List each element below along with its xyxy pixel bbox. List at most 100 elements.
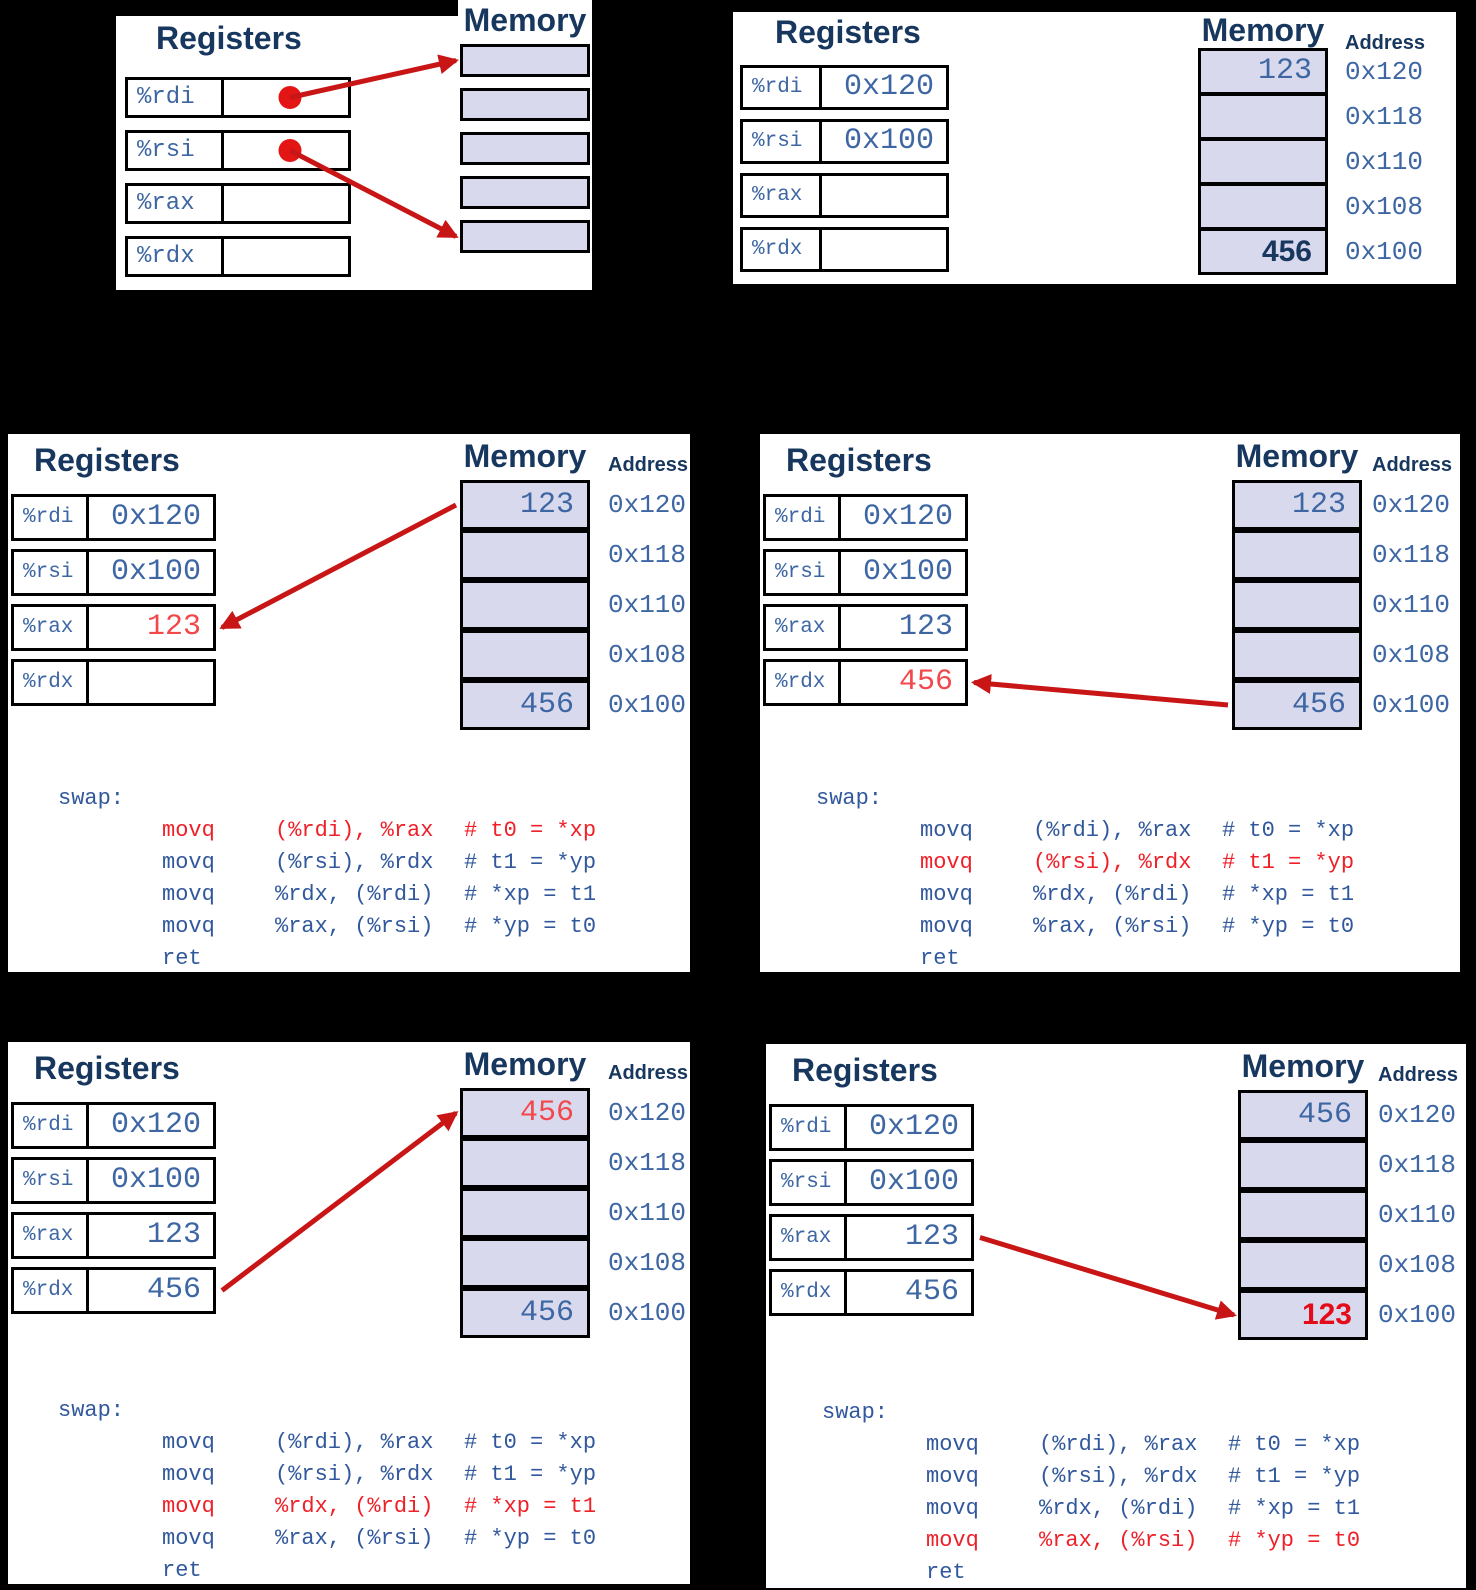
memory-title: Memory	[463, 438, 587, 474]
code-mnemonic: movq	[926, 1496, 979, 1521]
address-label: 0x100	[1378, 1300, 1457, 1330]
memory-cell: 456	[460, 680, 590, 730]
register-value: 456	[838, 659, 968, 706]
memory-value: 456	[1291, 688, 1346, 722]
register-name: %rdx	[769, 1269, 847, 1316]
memory-cell	[1238, 1190, 1368, 1240]
registers-title: Registers	[34, 1050, 180, 1086]
memory-title: Memory	[1235, 438, 1359, 474]
memory-cell	[460, 580, 590, 630]
register-name: %rdx	[11, 659, 89, 706]
address-header: Address	[1378, 1064, 1459, 1086]
code-operands: (%rdi), %rax	[275, 818, 434, 843]
memory-cell	[1238, 1140, 1368, 1190]
code-comment: # *yp = t0	[464, 1526, 597, 1551]
register-value: 0x120	[86, 494, 216, 541]
address-label: 0x118	[1372, 540, 1451, 570]
memory-value: 456	[1297, 1098, 1352, 1132]
memory-cell	[1198, 93, 1328, 140]
address-label: 0x120	[1372, 490, 1451, 520]
register-name: %rdx	[125, 236, 224, 277]
register-name: %rsi	[11, 549, 89, 596]
address-label: 0x100	[608, 690, 687, 720]
memory-cell	[460, 530, 590, 580]
memory-title: Memory	[1201, 12, 1325, 48]
memory-value: 456	[519, 1096, 574, 1130]
memory-cell: 456	[460, 1088, 590, 1138]
registers-title: Registers	[792, 1052, 938, 1088]
code-return: ret	[926, 1560, 966, 1585]
register-name: %rsi	[11, 1157, 89, 1204]
registers-title: Registers	[156, 20, 302, 56]
register-name: %rdi	[769, 1104, 847, 1151]
register-name: %rax	[11, 604, 89, 651]
registers-title: Registers	[775, 14, 921, 50]
memory-cell	[1238, 1240, 1368, 1290]
code-mnemonic: movq	[162, 818, 215, 843]
code-operands: (%rsi), %rdx	[1039, 1464, 1198, 1489]
register-value: 0x100	[819, 119, 949, 164]
register-name: %rax	[769, 1214, 847, 1261]
code-operands: %rdx, (%rdi)	[1033, 882, 1192, 907]
address-header: Address	[1372, 454, 1453, 476]
memory-cell: 456	[1198, 228, 1328, 275]
register-value: 123	[86, 604, 216, 651]
code-mnemonic: movq	[162, 1494, 215, 1519]
register-value: 456	[86, 1267, 216, 1314]
code-comment: # *yp = t0	[464, 914, 597, 939]
register-value	[819, 227, 949, 272]
register-value: 0x100	[86, 549, 216, 596]
register-value: 0x120	[844, 1104, 974, 1151]
code-mnemonic: movq	[162, 914, 215, 939]
address-label: 0x110	[608, 590, 687, 620]
code-mnemonic: movq	[162, 1526, 215, 1551]
code-comment: # *xp = t1	[1222, 882, 1355, 907]
register-name: %rax	[740, 173, 822, 218]
code-function-label: swap:	[58, 1398, 125, 1423]
memory-cell	[460, 1238, 590, 1288]
code-comment: # *xp = t1	[1228, 1496, 1361, 1521]
address-label: 0x118	[1345, 101, 1424, 132]
register-value: 0x100	[86, 1157, 216, 1204]
register-value: 123	[844, 1214, 974, 1261]
code-operands: (%rdi), %rax	[1039, 1432, 1198, 1457]
address-label: 0x100	[1345, 236, 1424, 267]
code-mnemonic: movq	[162, 1462, 215, 1487]
register-name: %rsi	[125, 130, 224, 171]
memory-cell: 123	[1198, 48, 1328, 95]
address-label: 0x110	[1378, 1200, 1457, 1230]
address-label: 0x110	[1372, 590, 1451, 620]
code-mnemonic: movq	[926, 1432, 979, 1457]
address-label: 0x110	[1345, 146, 1424, 177]
code-mnemonic: movq	[920, 818, 973, 843]
address-label: 0x118	[608, 540, 687, 570]
code-operands: (%rdi), %rax	[1033, 818, 1192, 843]
register-name: %rsi	[763, 549, 841, 596]
code-mnemonic: movq	[926, 1528, 979, 1553]
code-mnemonic: movq	[920, 850, 973, 875]
address-label: 0x108	[608, 640, 687, 670]
address-label: 0x120	[1345, 56, 1424, 87]
memory-cell	[460, 88, 590, 121]
memory-cell	[460, 176, 590, 209]
register-name: %rsi	[769, 1159, 847, 1206]
memory-cell: 123	[1232, 480, 1362, 530]
registers-title: Registers	[34, 442, 180, 478]
address-label: 0x108	[1372, 640, 1451, 670]
memory-value: 123	[1301, 1298, 1352, 1331]
register-value: 456	[844, 1269, 974, 1316]
memory-cell	[1198, 138, 1328, 185]
memory-cell	[460, 220, 590, 253]
code-operands: %rax, (%rsi)	[1039, 1528, 1198, 1553]
memory-cell	[1232, 530, 1362, 580]
code-operands: %rax, (%rsi)	[275, 1526, 434, 1551]
code-comment: # t0 = *xp	[464, 1430, 597, 1455]
code-operands: %rdx, (%rdi)	[275, 1494, 434, 1519]
code-operands: (%rsi), %rdx	[275, 1462, 434, 1487]
memory-cell: 123	[460, 480, 590, 530]
register-value: 0x100	[838, 549, 968, 596]
